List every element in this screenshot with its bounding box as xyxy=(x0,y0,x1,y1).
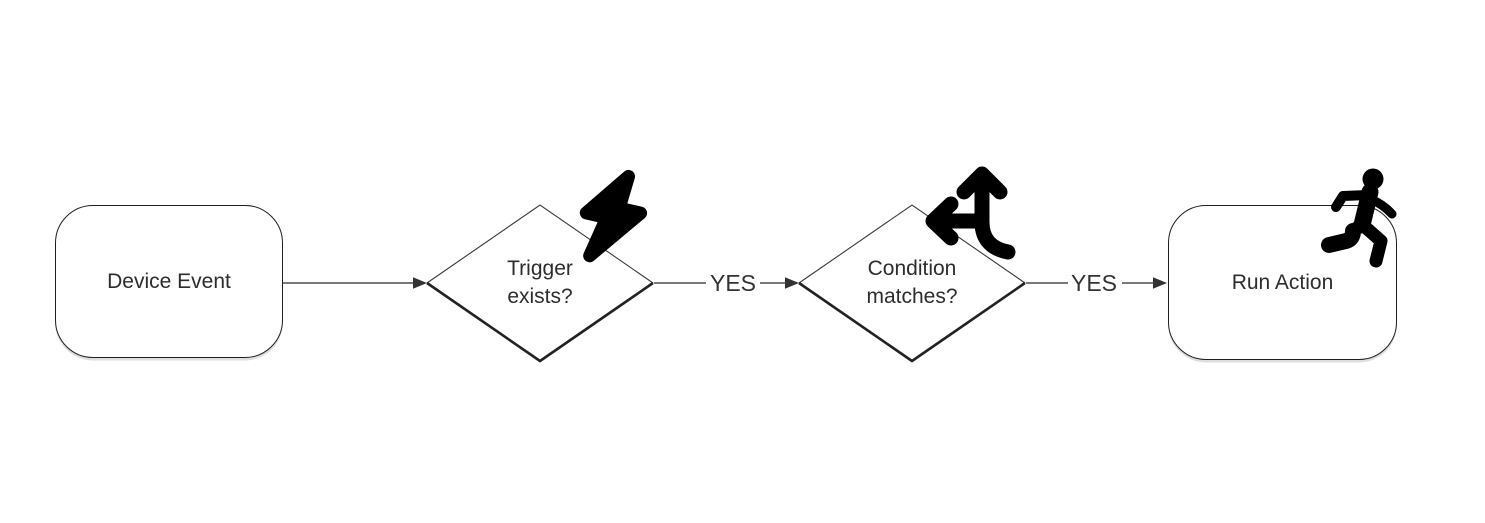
lightning-bolt-icon xyxy=(579,169,648,263)
node-label: Run Action xyxy=(1231,270,1334,294)
diamond-top-edges xyxy=(426,204,654,284)
edge-device-event-to-trigger xyxy=(283,277,427,289)
node-condition-matches-diamond xyxy=(798,204,1026,363)
diamond-bottom-edges xyxy=(426,281,654,363)
runner-back-arm xyxy=(1365,194,1397,219)
node-condition-matches-label: Condition matches? xyxy=(812,255,1012,311)
split-arrows-up-head xyxy=(956,166,1008,200)
node-device-event: Device Event xyxy=(55,205,283,358)
split-arrows-shape xyxy=(925,166,1016,260)
node-label: Device Event xyxy=(107,269,231,293)
person-running-shape xyxy=(1321,168,1397,268)
diamond-top-edges xyxy=(798,204,1026,284)
label-line: Trigger xyxy=(507,257,573,280)
runner-shoe xyxy=(1321,223,1361,253)
label-line: exists? xyxy=(507,285,573,308)
split-arrows-icon xyxy=(925,166,1016,260)
arrowhead-icon xyxy=(1153,277,1167,289)
diamond-bottom-edges xyxy=(798,281,1026,363)
runner-front-arm xyxy=(1331,190,1373,212)
runner-back-leg xyxy=(1357,219,1388,268)
arrowhead-icon xyxy=(413,277,427,289)
edge-label-yes-2: YES xyxy=(1070,270,1118,296)
lightning-bolt-shape xyxy=(579,169,648,263)
label-line: Condition xyxy=(867,257,957,280)
label-line: matches? xyxy=(866,285,958,308)
node-trigger-exists-label: Trigger exists? xyxy=(440,255,640,311)
split-arrows-left-head xyxy=(925,196,959,246)
edge-label-yes-1: YES xyxy=(709,270,757,296)
person-running-icon xyxy=(1321,168,1397,268)
edge-trigger-to-condition xyxy=(654,277,799,289)
arrowhead-icon xyxy=(785,277,799,289)
edge-condition-to-run-action xyxy=(1026,277,1167,289)
